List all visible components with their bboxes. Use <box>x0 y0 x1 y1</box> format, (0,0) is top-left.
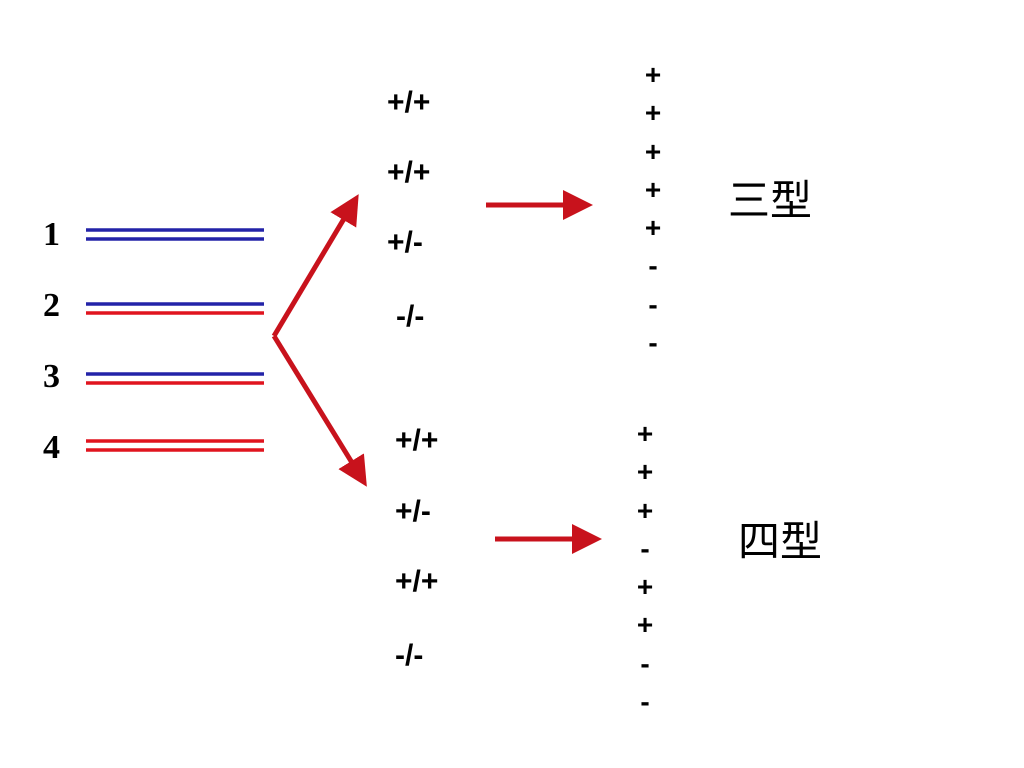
lower-genotype-2: +/- <box>395 495 431 528</box>
strand-lines <box>86 228 264 452</box>
lower-sign-column: + + + - + + - - <box>630 415 660 721</box>
lower-genotype-4: -/- <box>395 639 424 672</box>
lower-sign: - <box>640 647 650 679</box>
lower-sign: - <box>640 686 650 718</box>
lower-type-label: 四型 <box>738 517 823 566</box>
lower-sign: + <box>636 609 654 641</box>
upper-sign: + <box>644 135 662 167</box>
upper-genotype-2: +/+ <box>387 156 431 189</box>
strand-number-2: 2 <box>43 287 60 324</box>
upper-genotype-3: +/- <box>387 226 423 259</box>
branch-arrow-upper <box>271 194 359 338</box>
upper-sign: + <box>644 173 662 205</box>
lower-genotype-3: +/+ <box>395 565 439 598</box>
lower-sign: + <box>636 571 654 603</box>
lower-sign: - <box>640 532 650 564</box>
strand-number-3: 3 <box>43 358 60 395</box>
upper-sign: - <box>648 327 658 359</box>
upper-sign: + <box>644 59 662 90</box>
strand-number-4: 4 <box>43 429 60 466</box>
lower-sign: + <box>636 494 654 526</box>
upper-sign: - <box>648 250 658 282</box>
upper-sign: - <box>648 288 658 320</box>
lower-genotype-1: +/+ <box>395 424 439 457</box>
upper-genotype-1: +/+ <box>387 86 431 119</box>
upper-genotype-4: -/- <box>396 300 425 333</box>
strand-number-1: 1 <box>43 216 60 253</box>
upper-sign: + <box>644 212 662 244</box>
lower-sign: + <box>636 418 654 449</box>
upper-type-label: 三型 <box>728 176 813 225</box>
upper-sign-column: + + + + + - - - <box>638 56 668 362</box>
branch-arrow-lower <box>271 334 367 487</box>
lower-sign: + <box>636 456 654 488</box>
upper-sign: + <box>644 97 662 129</box>
